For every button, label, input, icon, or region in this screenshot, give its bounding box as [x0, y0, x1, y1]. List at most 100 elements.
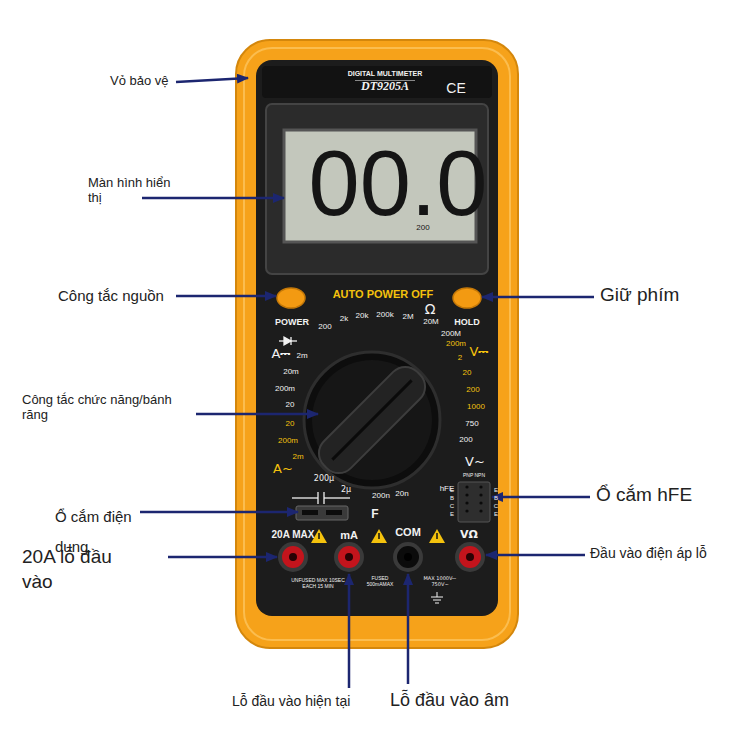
panel-marking: COM [395, 526, 421, 539]
jack-hole [345, 553, 353, 561]
pin-hole [479, 493, 482, 496]
pin-hole [479, 485, 482, 488]
pin-hole [479, 509, 482, 512]
jack-v-ohm [459, 546, 481, 568]
jack-ring [334, 542, 364, 572]
leader-arrow [176, 295, 276, 298]
diode-bar [290, 337, 291, 345]
callout-label: Giữ phím [600, 284, 679, 306]
panel-marking: E B C E [449, 486, 456, 518]
panel-marking: 200μ [314, 474, 334, 483]
panel-marking: 20A MAX [272, 529, 315, 541]
callout-label: Màn hình hiển thị [88, 176, 178, 206]
socket-slot [302, 510, 318, 515]
protective-case [236, 40, 518, 648]
warning-triangles [311, 529, 445, 543]
panel-marking: 200m [278, 436, 298, 445]
hold-button [453, 288, 481, 308]
leader-arrow [196, 413, 318, 416]
panel-marking: 2M [402, 312, 413, 321]
panel-marking: DIGITAL MULTIMETER [348, 70, 423, 78]
panel-marking: 2k [340, 314, 348, 323]
panel-marking: 20m [283, 367, 299, 376]
cap-wire [292, 497, 318, 498]
capacitance-socket [296, 506, 348, 520]
pin-hole [479, 501, 482, 504]
leader-arrow [176, 78, 248, 82]
panel-marking: 200 [416, 223, 429, 232]
warning-triangle [429, 529, 445, 543]
callout-label: Đầu vào điện áp lỗ [590, 545, 707, 561]
jack-ring [278, 542, 308, 572]
jack-20a [282, 546, 304, 568]
pin-hole [465, 493, 468, 496]
callout-label: Công tắc nguồn [58, 287, 164, 304]
panel-marking: mA [340, 529, 358, 542]
header-band [262, 66, 492, 98]
cap-wire [324, 497, 350, 498]
panel-marking: 2μ [341, 485, 351, 494]
jack-hole [466, 553, 474, 561]
panel-marking: 200M [441, 329, 461, 338]
dial-face [312, 360, 432, 480]
ground-line [435, 603, 439, 604]
panel-marking: CE [446, 80, 465, 96]
jack-hole [289, 553, 297, 561]
panel-marking: 750 [465, 419, 478, 428]
panel-marking: MAX 1000V⎓ 750V~ [421, 575, 459, 587]
panel-marking: 200n [372, 491, 390, 500]
panel-marking: 2 [458, 353, 462, 362]
panel-marking: V~ [465, 455, 485, 470]
panel-marking: UNFUSED MAX 10SEC EACH 15 MIN [291, 577, 345, 589]
leader-arrow [168, 556, 277, 559]
dial-grip-body [312, 360, 432, 480]
ground-line [431, 597, 443, 598]
leader-arrow [486, 554, 585, 557]
panel-marking: HOLD [454, 317, 480, 327]
pin-hole [465, 501, 468, 504]
warning-triangle [371, 529, 387, 543]
jack-hole [404, 553, 412, 561]
panel-marking: 20 [286, 419, 295, 428]
callout-label: Lỗ đầu vào hiện tại [232, 693, 350, 709]
diode-symbol [279, 337, 297, 345]
callout-label: Lỗ đầu vào âm [390, 690, 509, 711]
leader-arrow [142, 197, 284, 200]
panel-marking: 20n [395, 489, 408, 498]
panel-marking: 200m [275, 384, 295, 393]
panel-marking: 200m [446, 339, 466, 348]
ground-line [437, 592, 438, 597]
panel-marking: PNP NPN [463, 473, 485, 479]
leader-arrow [492, 496, 590, 499]
pin-hole [465, 485, 468, 488]
dial-grip [312, 360, 432, 480]
rotary-dial [304, 352, 440, 488]
jack-com [397, 546, 419, 568]
case-highlight [244, 48, 510, 640]
leader-lines [140, 78, 594, 688]
panel-marking: 20k [356, 311, 369, 320]
panel-marking: 20M [423, 317, 439, 326]
leader-arrow [348, 574, 351, 688]
leader-arrow [482, 296, 594, 299]
panel-marking: A⎓ [272, 347, 291, 362]
pin-hole [465, 509, 468, 512]
leader-arrow [407, 574, 410, 684]
warning-mark [318, 533, 320, 539]
panel-marking: AUTO POWER OFF [333, 288, 434, 301]
jack-ma [338, 546, 360, 568]
panel-marking: VΩ [460, 529, 478, 542]
panel-marking: 200 [459, 435, 472, 444]
jack-ring [455, 542, 485, 572]
panel-marking: A~ [273, 462, 293, 477]
panel-marking: DT9205A [361, 80, 409, 94]
panel-marking: 200 [466, 385, 479, 394]
hfe-pins [465, 485, 482, 512]
hfe-socket [458, 482, 490, 522]
diode-triangle [284, 337, 291, 345]
front-panel [256, 60, 498, 616]
socket-slot [326, 510, 342, 515]
panel-marking: 00.0 [308, 131, 487, 237]
callout-label: Vỏ bảo vệ [110, 74, 169, 89]
